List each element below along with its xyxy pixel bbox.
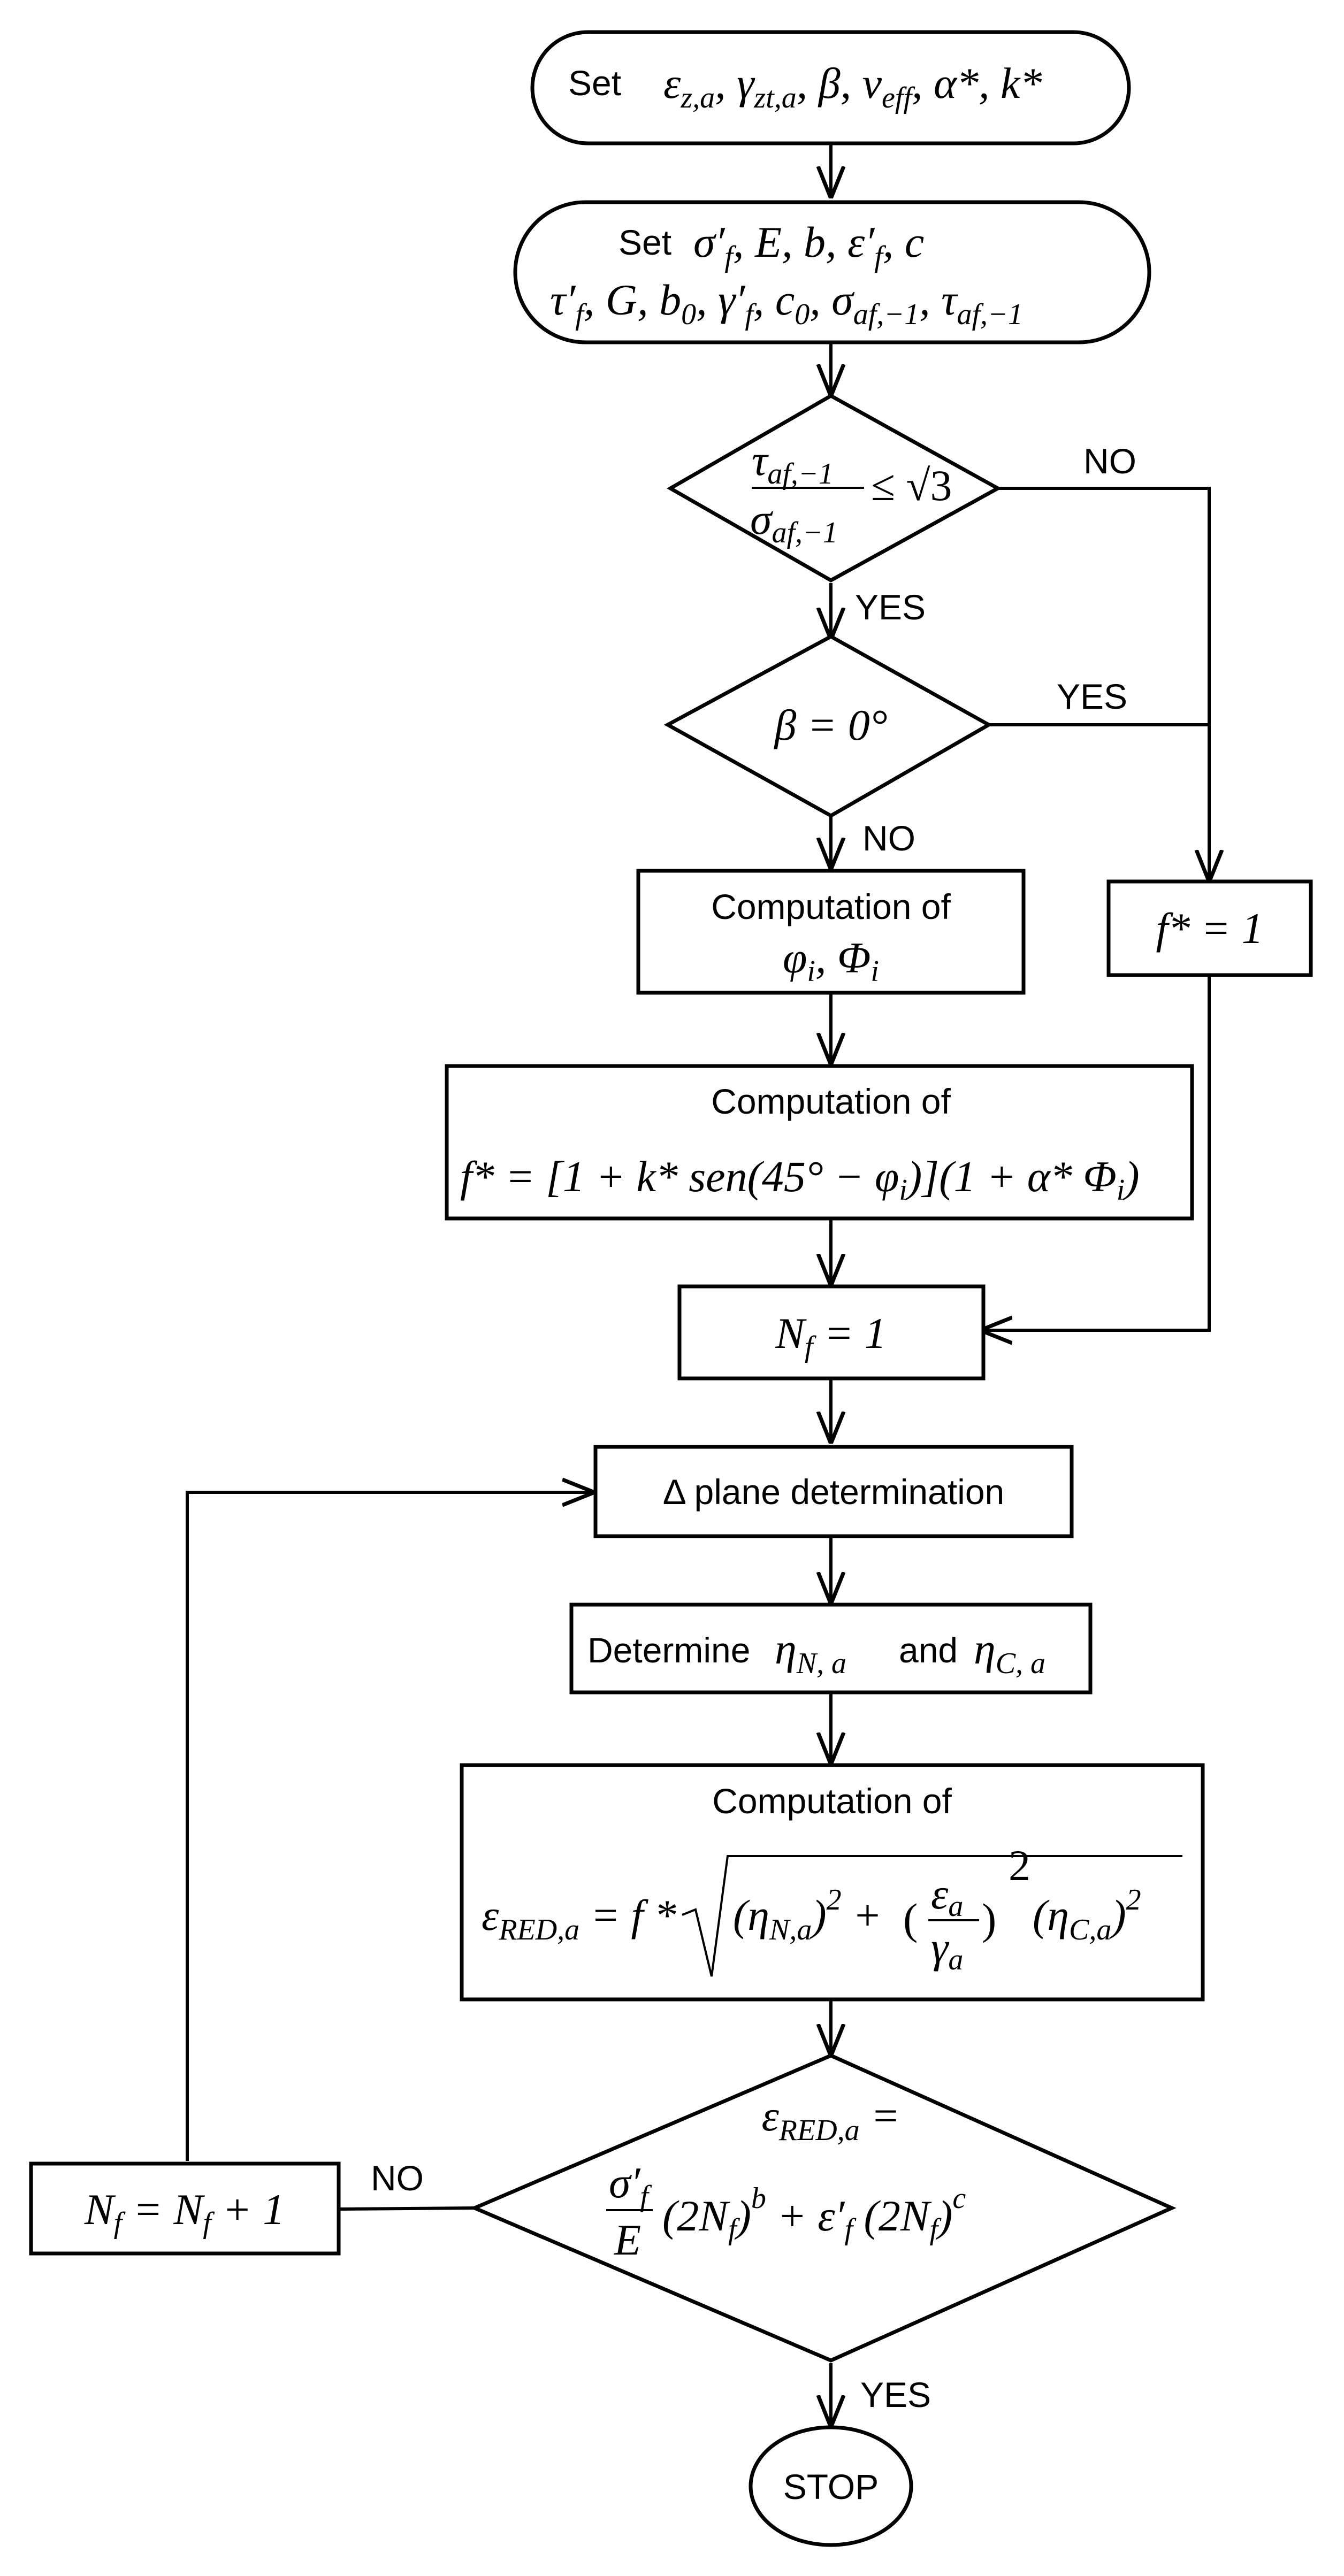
svg-text:2: 2 [1009,1841,1030,1890]
final-decision-node: εRED,a = σ′f E (2Nf)b + ε′f (2Nf)c [470,2053,1177,2363]
f-one-formula: f* = 1 [1156,904,1263,953]
ratio-relation: ≤ √3 [871,461,952,510]
params-line2: τ′f, G, b0, γ′f, c0, σaf,−1, τaf,−1 [550,275,1023,331]
svg-text:(2Nf)b + ε′f (2Nf)c: (2Nf)b + ε′f (2Nf)c [662,2182,966,2246]
ratio-decision-node: τaf,−1 σaf,−1 ≤ √3 [666,393,1002,583]
edge-ratio-no [998,487,1209,879]
label-beta-no: NO [862,818,915,858]
determine-prefix: Determine [587,1630,750,1670]
svg-text:E: E [614,2215,641,2264]
parameters-node: Set σ′f, E, b, ε′f, c τ′f, G, b0, γ′f, c… [513,200,1151,344]
params-line1: σ′f, E, b, ε′f, c [693,218,924,273]
label-final-no: NO [371,2158,424,2198]
label-beta-yes: YES [1057,677,1127,716]
stop-label: STOP [783,2467,879,2506]
determine-and: and [899,1630,958,1670]
f-one-node: f* = 1 [1106,879,1313,977]
final-line2: σ′f E (2Nf)b + ε′f (2Nf)c [606,2158,966,2264]
f-computation-node: Computation of f* = [1 + k* sen(45° − φi… [445,1064,1194,1221]
svg-text:): ) [982,1895,996,1943]
start-formula: εz,a, γzt,a, β, νeff, α*, k* [663,59,1042,114]
edge-final-no [338,2206,475,2211]
phi-formula: φi, Φi [783,933,879,988]
determine-eta-node: Determine ηN, a and ηC, a [569,1603,1093,1695]
label-final-yes: YES [860,2375,931,2414]
phi-title: Computation of [711,887,951,926]
delta-plane-node: Δ plane determination [593,1445,1074,1538]
nf-init-formula: Nf = 1 [775,1309,887,1363]
eta-c: ηC, a [974,1624,1045,1680]
edge-fone-to-nf [983,975,1211,1330]
beta-formula: β = 0° [774,701,888,749]
stop-node: STOP [749,2425,913,2547]
label-ratio-yes: YES [855,587,926,627]
fcomp-title: Computation of [711,1082,951,1121]
beta-decision-node: β = 0° [663,634,993,818]
red-title: Computation of [712,1781,952,1821]
nf-init-node: Nf = 1 [677,1284,986,1381]
label-ratio-no: NO [1083,441,1136,481]
delta-label: Δ plane determination [663,1472,1005,1512]
nf-increment-formula: Nf = Nf + 1 [84,2185,285,2240]
phi-computation-node: Computation of φi, Φi [636,869,1026,995]
nf-increment-node: Nf = Nf + 1 [29,2161,341,2256]
connectors [186,143,1211,2424]
start-prefix: Set [568,63,621,103]
fcomp-formula: f* = [1 + k* sen(45° − φi)](1 + α* Φi) [460,1152,1140,1207]
svg-text:(: ( [903,1895,918,1943]
edge-loop-back [186,1492,591,2161]
red-computation-node: Computation of εRED,a = f * (ηN,a)2 + ( … [460,1763,1205,2002]
params-prefix: Set [618,223,671,262]
start-node: Set εz,a, γzt,a, β, νeff, α*, k* [530,30,1131,145]
